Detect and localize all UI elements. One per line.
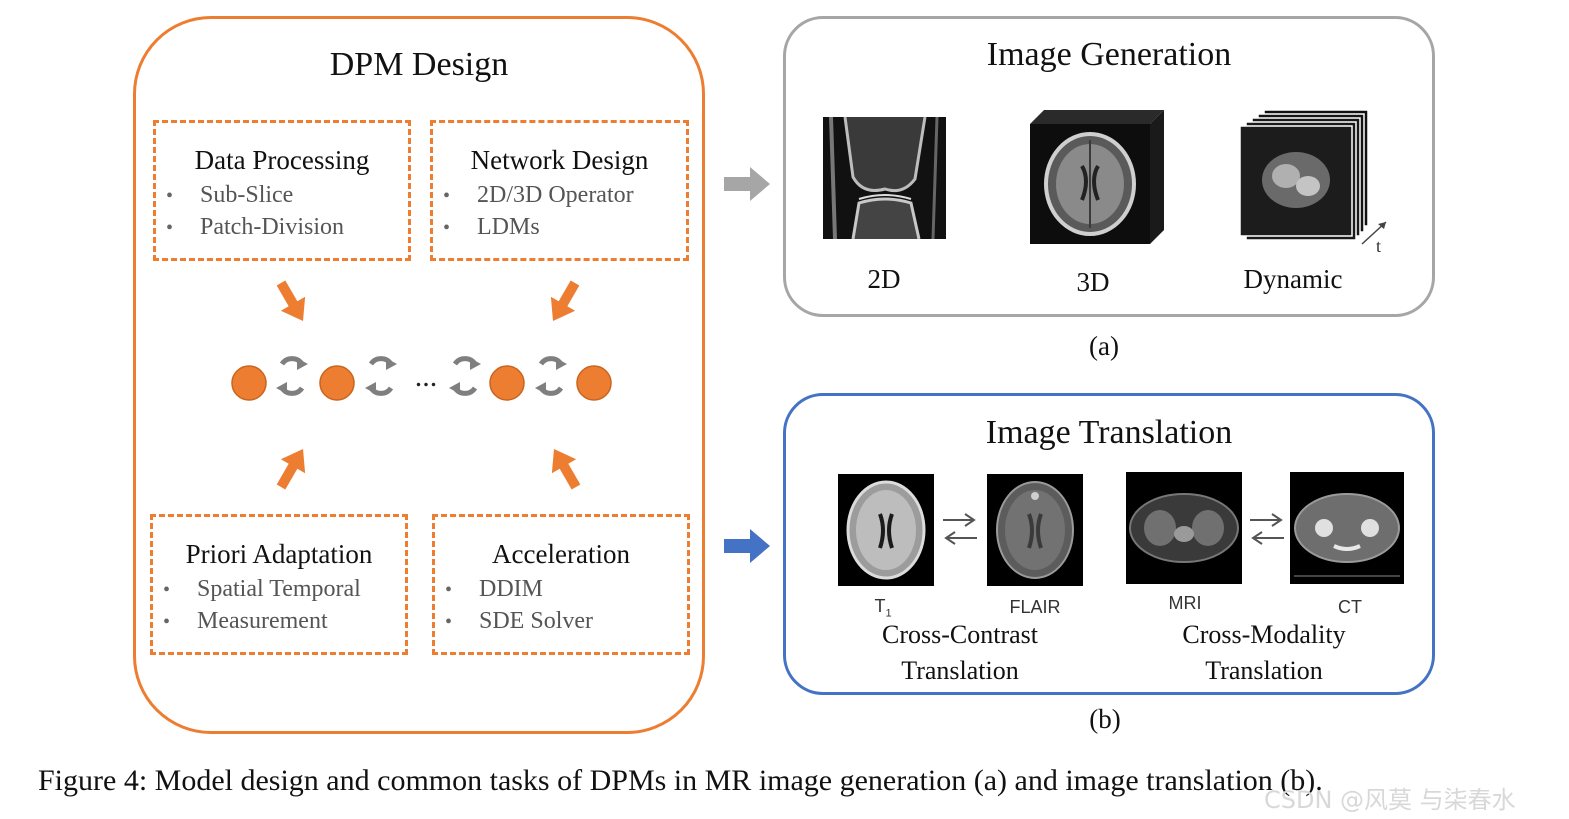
cycle-arrows-icon: [365, 358, 397, 394]
label-2d: 2D: [867, 264, 901, 294]
bullet-icon: •: [166, 185, 174, 207]
panel-label-a: (a): [1089, 331, 1119, 361]
cycle-arrows-icon: [535, 358, 567, 394]
network-design-box: Network Design •2D/3D Operator •LDMs: [430, 120, 689, 261]
cross-modality-translation-label: Translation: [1205, 656, 1323, 685]
priori-adaptation-list: •Spatial Temporal •Measurement: [163, 573, 361, 637]
watermark: CSDN @风莫 与柒春水: [1264, 786, 1516, 814]
diffusion-chain: ...: [231, 340, 612, 401]
label-t1: T1: [874, 596, 892, 620]
swap-arrows-icon: [1250, 513, 1284, 545]
figure-caption: Figure 4: Model design and common tasks …: [38, 764, 1323, 797]
label-3d: 3D: [1076, 267, 1110, 297]
list-item: •2D/3D Operator: [443, 179, 634, 211]
list-item: •Measurement: [163, 605, 361, 637]
panel-label-b: (b): [1089, 704, 1121, 734]
dpm-design-title: DPM Design: [329, 46, 509, 83]
data-processing-box: Data Processing •Sub-Slice •Patch-Divisi…: [153, 120, 411, 261]
acceleration-list: •DDIM •SDE Solver: [445, 573, 593, 637]
time-axis-label: t: [1376, 236, 1382, 256]
bullet-icon: •: [443, 217, 451, 239]
gray-arrow-icon: [724, 167, 770, 201]
cross-contrast-label: Cross-Contrast: [882, 620, 1038, 649]
priori-adaptation-box: Priori Adaptation •Spatial Temporal •Mea…: [150, 514, 408, 655]
orange-arrow-icon: [276, 448, 306, 490]
dpm-design-panel: [133, 16, 705, 734]
label-dynamic: Dynamic: [1243, 264, 1343, 294]
network-design-list: •2D/3D Operator •LDMs: [443, 179, 634, 243]
blue-arrow-icon: [724, 529, 770, 563]
knee-mri-image: [823, 116, 946, 240]
mri-pelvis-image: [1126, 472, 1242, 584]
data-processing-list: •Sub-Slice •Patch-Division: [166, 179, 344, 243]
bullet-icon: •: [163, 579, 171, 601]
cycle-arrows-icon: [276, 358, 308, 394]
list-item: •Sub-Slice: [166, 179, 344, 211]
ct-pelvis-image: [1290, 472, 1404, 584]
image-translation-title: Image Translation: [985, 414, 1233, 451]
cross-modality-label: Cross-Modality: [1182, 620, 1346, 649]
cardiac-dynamic-stack-image: [1239, 109, 1387, 245]
priori-adaptation-title: Priori Adaptation: [185, 539, 373, 569]
bullet-icon: •: [445, 611, 453, 633]
bullet-icon: •: [443, 185, 451, 207]
state-dot: [319, 365, 355, 401]
network-design-title: Network Design: [470, 145, 649, 175]
cross-contrast-translation-label: Translation: [901, 656, 1019, 685]
bullet-icon: •: [166, 217, 174, 239]
brain-3d-cube-image: [1030, 110, 1164, 244]
image-translation-panel: [783, 393, 1435, 695]
label-mri: MRI: [1168, 593, 1202, 613]
list-item: •Patch-Division: [166, 211, 344, 243]
label-ct: CT: [1338, 597, 1362, 617]
flair-brain-image: [987, 474, 1083, 586]
orange-arrow-icon: [550, 280, 580, 322]
list-item: •SDE Solver: [445, 605, 593, 637]
chain-ellipsis: ...: [415, 360, 438, 393]
image-generation-title: Image Generation: [986, 36, 1232, 73]
orange-arrow-icon: [551, 448, 581, 490]
list-item: •DDIM: [445, 573, 593, 605]
list-item: •Spatial Temporal: [163, 573, 361, 605]
list-item: •LDMs: [443, 211, 634, 243]
state-dot: [231, 365, 267, 401]
image-generation-panel: [783, 16, 1435, 317]
cycle-arrows-icon: [449, 358, 481, 394]
t1-brain-image: [838, 474, 934, 586]
data-processing-title: Data Processing: [194, 145, 370, 175]
state-dot: [489, 365, 525, 401]
orange-arrow-icon: [276, 280, 306, 322]
bullet-icon: •: [163, 611, 171, 633]
acceleration-box: Acceleration •DDIM •SDE Solver: [432, 514, 690, 655]
state-dot: [576, 365, 612, 401]
acceleration-title: Acceleration: [492, 539, 630, 569]
swap-arrows-icon: [943, 513, 977, 545]
label-flair: FLAIR: [1009, 597, 1061, 617]
bullet-icon: •: [445, 579, 453, 601]
